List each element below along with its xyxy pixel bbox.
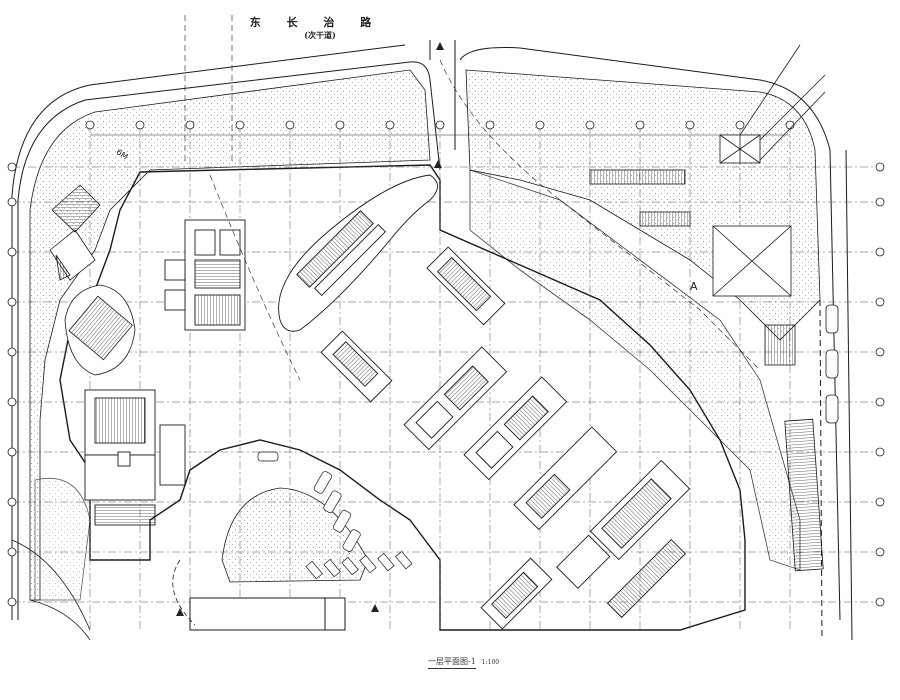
site-roads: [11, 40, 853, 641]
parked-cars: [825, 304, 839, 424]
core-block-north: [164, 219, 246, 331]
direction-arrows: [176, 42, 444, 616]
core-block-west: [84, 389, 186, 526]
axis-bubbles-side: [7, 162, 885, 607]
plaza-car-queue: [257, 451, 413, 580]
drawing-title: 一层平面图-1: [428, 656, 476, 669]
zone-letter: A: [690, 280, 698, 293]
axis-bubbles-top: [85, 120, 795, 130]
building-outline: [59, 164, 746, 631]
street-name-label: 东 长 治 路: [249, 16, 383, 29]
stair-block-nw: [49, 184, 136, 376]
east-ramp: [784, 418, 824, 572]
west-arcs: [11, 539, 196, 641]
drawing-scale: 1:100: [481, 659, 500, 666]
south-strip: [189, 597, 346, 631]
atrium-escalator-north: [278, 174, 438, 332]
north-east-features: [589, 44, 826, 366]
core-blocks-diagonal: [320, 246, 691, 630]
road-centre-lines: [184, 15, 761, 381]
drawing-caption: 一层平面图-1 1:100: [428, 656, 499, 669]
street-class-label: (次干道): [304, 30, 336, 40]
column-grid-horizontal: [12, 166, 880, 603]
